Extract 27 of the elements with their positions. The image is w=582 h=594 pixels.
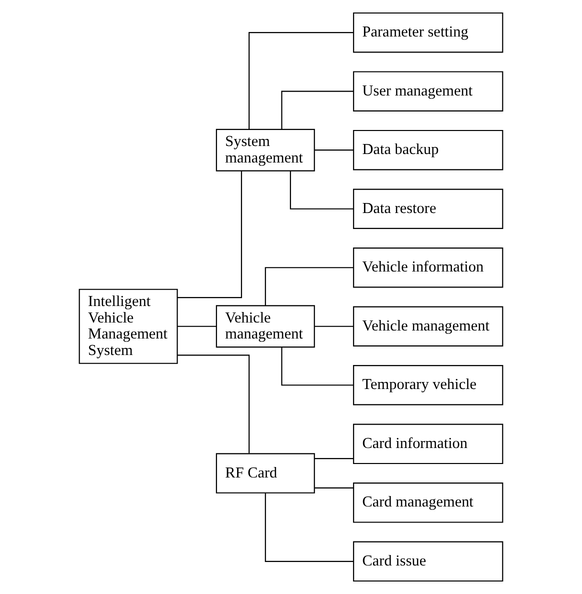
node-box: Vehicle management <box>353 306 504 346</box>
connector <box>177 170 242 298</box>
node-box: Temporary vehicle <box>353 365 504 406</box>
connector <box>264 493 354 562</box>
node-box: Data restore <box>353 188 504 229</box>
node-box: Vehicle information <box>353 248 504 288</box>
connector <box>248 32 354 130</box>
node-box: Card management <box>353 482 504 523</box>
node-box: Intelligent Vehicle Management System <box>78 288 178 364</box>
node-box: Card issue <box>353 541 504 582</box>
node-box: System management <box>216 128 315 172</box>
connector <box>177 354 250 454</box>
connector <box>290 170 354 210</box>
node-box: Parameter setting <box>353 12 504 53</box>
connector <box>281 347 354 386</box>
connector <box>281 90 354 130</box>
connector <box>314 487 354 489</box>
connector <box>314 458 354 460</box>
connector <box>264 267 354 306</box>
connector <box>314 150 354 151</box>
node-box: RF Card <box>216 453 315 494</box>
node-box: Vehicle management <box>216 305 315 348</box>
node-box: Data backup <box>353 130 504 170</box>
node-box: User management <box>353 71 504 112</box>
connector <box>177 326 216 327</box>
node-box: Card information <box>353 424 504 464</box>
connector <box>314 326 354 327</box>
